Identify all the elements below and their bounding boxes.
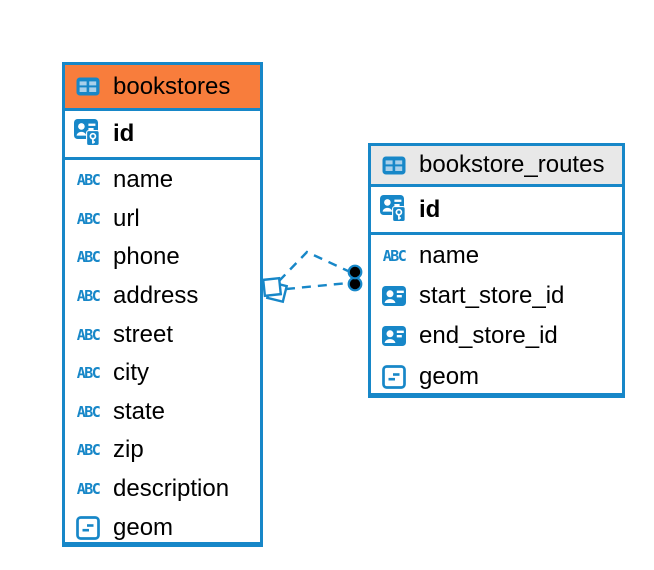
- field-list: ABC name ABC url ABC phone ABC address A…: [65, 160, 260, 547]
- table-bookstores-header[interactable]: bookstores: [65, 65, 260, 111]
- text-abc-icon: ABC: [76, 287, 101, 306]
- field-row-name[interactable]: ABC name: [65, 161, 260, 200]
- text-abc-icon: ABC: [76, 248, 101, 267]
- table-title: bookstores: [113, 72, 231, 100]
- field-list: ABC name start_store_id end_store_id ge: [371, 235, 622, 397]
- field-name: state: [113, 397, 166, 425]
- field-row-id[interactable]: id: [65, 111, 260, 160]
- field-name: end_store_id: [419, 322, 558, 350]
- field-row-url[interactable]: ABC url: [65, 200, 260, 239]
- table-title: bookstore_routes: [419, 151, 605, 178]
- relation-line-upper[interactable]: [278, 250, 349, 282]
- field-row-end-store-id[interactable]: end_store_id: [371, 316, 622, 356]
- field-name: url: [113, 204, 140, 232]
- field-row-geom[interactable]: geom: [371, 357, 622, 397]
- field-name: start_store_id: [419, 282, 565, 310]
- table-bookstore-routes-header[interactable]: bookstore_routes: [371, 146, 622, 187]
- field-row-geom[interactable]: geom: [65, 508, 260, 547]
- field-name: id: [113, 120, 135, 147]
- field-name: zip: [113, 436, 144, 464]
- field-name: address: [113, 282, 199, 310]
- field-row-state[interactable]: ABC state: [65, 393, 260, 432]
- field-row-city[interactable]: ABC city: [65, 354, 260, 393]
- relation-source-marker[interactable]: [261, 276, 289, 304]
- table-bookstore-routes[interactable]: bookstore_routes id ABC name start_store…: [368, 143, 625, 398]
- text-abc-icon: ABC: [76, 480, 101, 499]
- field-name: phone: [113, 243, 180, 271]
- text-abc-icon: ABC: [382, 247, 407, 266]
- text-abc-icon: ABC: [76, 402, 101, 421]
- field-row-address[interactable]: ABC address: [65, 277, 260, 316]
- text-abc-icon: ABC: [76, 171, 101, 190]
- field-name: name: [113, 166, 174, 194]
- relation-target-marker[interactable]: [347, 264, 363, 292]
- field-row-description[interactable]: ABC description: [65, 470, 260, 509]
- field-name: geom: [419, 362, 480, 390]
- field-name: id: [419, 195, 441, 223]
- table-bookstores[interactable]: bookstores id ABC name ABC url ABC phone…: [62, 62, 263, 547]
- field-name: street: [113, 320, 174, 348]
- field-name: description: [113, 475, 230, 503]
- field-row-name[interactable]: ABC name: [371, 236, 622, 276]
- field-row-street[interactable]: ABC street: [65, 315, 260, 354]
- relation-line-lower[interactable]: [285, 281, 349, 291]
- field-row-start-store-id[interactable]: start_store_id: [371, 276, 622, 316]
- text-abc-icon: ABC: [76, 209, 101, 228]
- text-abc-icon: ABC: [76, 364, 101, 383]
- field-name: city: [113, 359, 149, 387]
- field-name: name: [419, 242, 480, 270]
- text-abc-icon: ABC: [76, 325, 101, 344]
- field-row-id[interactable]: id: [371, 187, 622, 235]
- text-abc-icon: ABC: [76, 441, 101, 460]
- field-name: geom: [113, 513, 174, 541]
- field-row-phone[interactable]: ABC phone: [65, 238, 260, 277]
- field-row-zip[interactable]: ABC zip: [65, 431, 260, 470]
